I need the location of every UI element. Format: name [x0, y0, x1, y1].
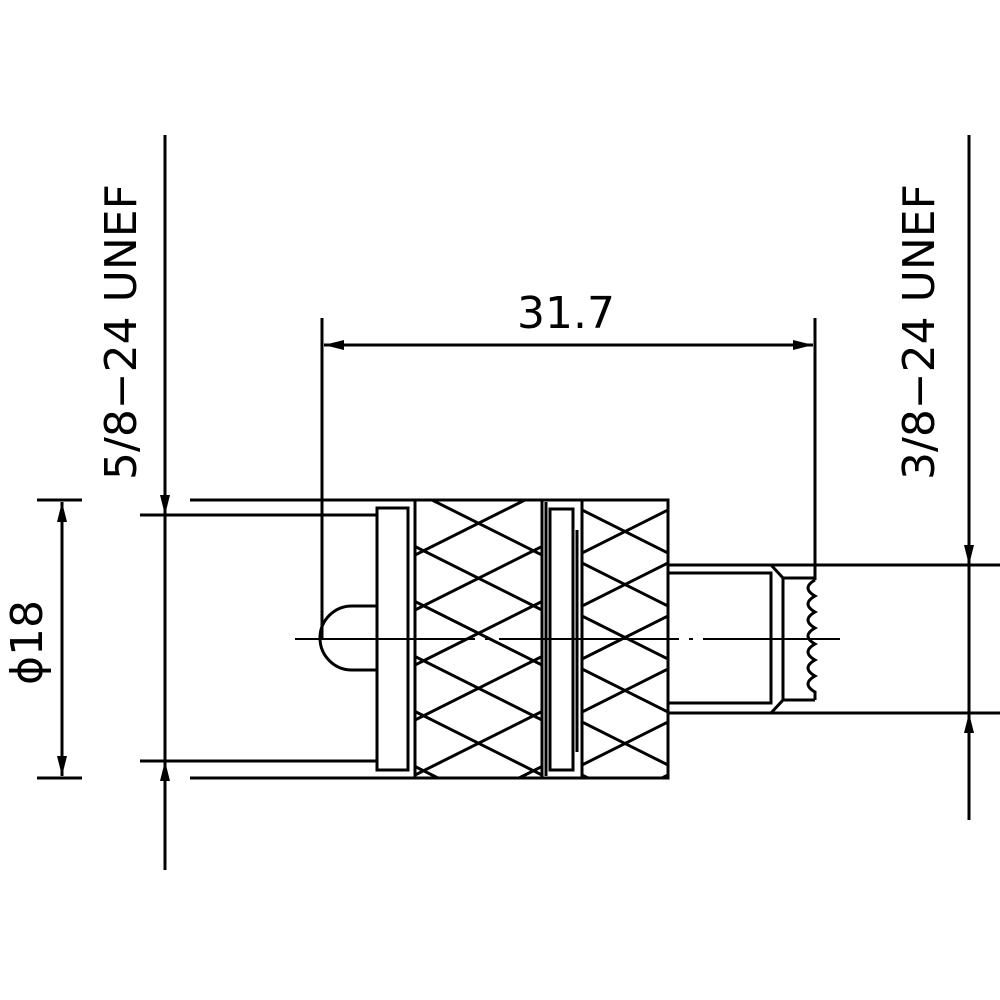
right-thread-label: 3/8−24 UNEF — [894, 184, 945, 480]
knurl-line — [515, 765, 542, 778]
knurl-line — [415, 877, 542, 941]
diameter-dimension: ϕ18 — [2, 498, 82, 780]
knurl-line — [415, 382, 542, 446]
knurl-line — [415, 600, 542, 667]
knurl-line — [582, 828, 668, 871]
knurl-line — [658, 773, 668, 778]
knurl-line — [582, 614, 668, 661]
knurl-line — [664, 500, 668, 502]
knurl-hatch-1 — [415, 382, 542, 996]
knurl-line — [582, 351, 668, 394]
knurl-line — [538, 500, 542, 502]
length-label: 31.7 — [517, 288, 615, 339]
knurl-line — [415, 500, 529, 557]
knurl-line — [415, 765, 442, 778]
knurl-line — [582, 351, 668, 394]
knurl-line — [415, 545, 542, 612]
knurl-line — [582, 404, 668, 447]
knurl-line — [415, 710, 542, 777]
knurl-line — [582, 828, 668, 871]
knurl-line — [415, 822, 542, 886]
knurl-line — [582, 881, 668, 924]
knurl-line — [582, 508, 668, 555]
knurl-line — [415, 382, 542, 446]
diameter-label: ϕ18 — [2, 600, 53, 685]
right-thread-dimension: 3/8−24 UNEF — [894, 135, 974, 820]
knurl-line — [415, 655, 542, 722]
knurl-line — [582, 881, 668, 924]
left-thread-dimension: 5/8−24 UNEF — [96, 135, 170, 870]
knurl-line — [582, 667, 668, 714]
knurl-line — [415, 932, 542, 996]
knurl-line — [582, 773, 592, 778]
knurl-line — [415, 500, 419, 502]
knurl-line — [582, 720, 668, 767]
left-thread-label: 5/8−24 UNEF — [96, 184, 147, 480]
knurl-hatch-2 — [582, 351, 668, 924]
thread-profile — [806, 578, 819, 700]
knurl-line — [415, 822, 542, 886]
knurl-line — [582, 404, 668, 447]
knurl-line — [415, 932, 542, 996]
knurl-line — [415, 877, 542, 941]
knurl-line — [582, 500, 586, 502]
connector-body — [140, 351, 1000, 996]
length-dimension: 31.7 — [320, 288, 817, 639]
knurl-line — [582, 561, 668, 608]
